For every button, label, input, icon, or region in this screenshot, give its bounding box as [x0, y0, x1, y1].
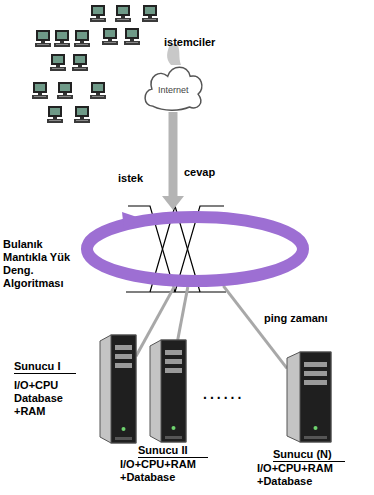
fuzzy-balancer-ring: Bulanık Mantıkla Yük Deng. Algoritması [80, 210, 310, 288]
server-spec: I/O+CPU+RAM +Database [257, 462, 359, 488]
client-computers [32, 5, 158, 123]
server-tower: Sunucu II/O+CPU Database +RAM [100, 335, 136, 443]
server-tower: Sunucu III/O+CPU+RAM +Database [150, 340, 186, 442]
request-label: istek [118, 172, 143, 185]
server-tower-outline [150, 340, 186, 442]
server-name: Sunucu II [138, 444, 208, 458]
arrow-head [162, 196, 184, 210]
internet-cloud: Internet [140, 62, 206, 112]
request-response-arrow [169, 112, 178, 196]
server-tower: Sunucu (N)I/O+CPU+RAM +Database [287, 352, 331, 442]
server-spec: I/O+CPU Database +RAM [14, 379, 74, 418]
server-name: Sunucu (N) [273, 448, 345, 462]
server-spec: I/O+CPU+RAM +Database [120, 458, 220, 484]
server-name: Sunucu I [14, 360, 76, 374]
cloud-label: Internet [158, 84, 189, 97]
ping-link [223, 286, 287, 369]
server-tower-outline [287, 352, 331, 442]
algorithm-label: Bulanık Mantıkla Yük Deng. Algoritması [3, 238, 75, 290]
response-label: cevap [184, 166, 215, 179]
server-tower-outline [100, 335, 136, 443]
ping-link [178, 287, 188, 340]
fuzzy-balancer-ring-outline [80, 210, 310, 288]
ping-time-label: ping zamanı [262, 312, 330, 325]
ellipsis-dots: ...... [203, 388, 244, 401]
clients-label: istemciler [164, 36, 215, 49]
